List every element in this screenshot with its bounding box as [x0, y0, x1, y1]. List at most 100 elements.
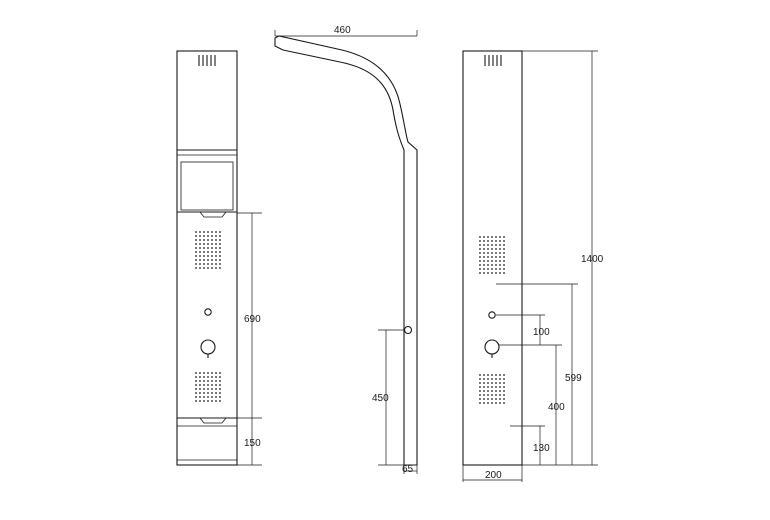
jet-hole: [487, 248, 489, 250]
front-top-vent: [198, 55, 216, 66]
jet-hole: [211, 239, 213, 241]
jet-hole: [479, 382, 481, 384]
jet-hole: [195, 239, 197, 241]
jet-hole: [483, 256, 485, 258]
jet-hole: [211, 380, 213, 382]
jet-hole: [199, 376, 201, 378]
jet-hole: [211, 396, 213, 398]
jet-hole: [499, 236, 501, 238]
jet-hole: [219, 388, 221, 390]
jet-hole: [203, 259, 205, 261]
jet-hole: [499, 394, 501, 396]
jet-hole: [203, 376, 205, 378]
jet-hole: [495, 272, 497, 274]
jet-hole: [199, 243, 201, 245]
jet-hole: [195, 231, 197, 233]
jet-hole: [211, 372, 213, 374]
jet-hole: [219, 239, 221, 241]
jet-hole: [211, 235, 213, 237]
jet-hole: [199, 259, 201, 261]
jet-hole: [499, 378, 501, 380]
jet-hole: [199, 263, 201, 265]
jet-hole: [219, 380, 221, 382]
jet-hole: [491, 248, 493, 250]
jet-hole: [215, 255, 217, 257]
jet-hole: [195, 243, 197, 245]
jet-hole: [479, 236, 481, 238]
front-shelf-niche: [180, 161, 234, 211]
jet-hole: [215, 239, 217, 241]
jet-hole: [195, 372, 197, 374]
jet-hole: [479, 378, 481, 380]
jet-hole: [495, 390, 497, 392]
jet-hole: [203, 396, 205, 398]
jet-hole: [215, 372, 217, 374]
jet-hole: [199, 251, 201, 253]
jet-hole: [215, 247, 217, 249]
side-dimension-lines: [274, 30, 418, 474]
jet-hole: [195, 259, 197, 261]
jet-hole: [479, 394, 481, 396]
jet-hole: [215, 267, 217, 269]
jet-hole: [487, 394, 489, 396]
jet-hole: [483, 386, 485, 388]
jet-hole: [203, 235, 205, 237]
jet-hole: [487, 244, 489, 246]
jet-hole: [495, 374, 497, 376]
jet-hole: [199, 235, 201, 237]
jet-hole: [495, 402, 497, 404]
jet-hole: [499, 382, 501, 384]
jet-hole: [215, 259, 217, 261]
jet-hole: [487, 256, 489, 258]
jet-hole: [487, 398, 489, 400]
jet-hole: [207, 239, 209, 241]
jet-hole: [207, 251, 209, 253]
front-diverter-knob: [204, 308, 212, 316]
front-lower-shelf-lip: [199, 417, 227, 424]
jet-hole: [491, 256, 493, 258]
jet-hole: [203, 267, 205, 269]
jet-hole: [491, 244, 493, 246]
jet-hole: [479, 244, 481, 246]
jet-hole: [483, 272, 485, 274]
jet-hole: [495, 244, 497, 246]
jet-hole: [211, 263, 213, 265]
jet-hole: [199, 400, 201, 402]
jet-hole: [219, 247, 221, 249]
jet-hole: [211, 376, 213, 378]
jet-hole: [491, 240, 493, 242]
jet-hole: [195, 263, 197, 265]
jet-hole: [219, 376, 221, 378]
jet-hole: [491, 374, 493, 376]
jet-hole: [495, 398, 497, 400]
jet-hole: [499, 264, 501, 266]
jet-hole: [487, 402, 489, 404]
jet-hole: [491, 398, 493, 400]
dim-bottom-section-label: 150: [244, 438, 261, 449]
jet-hole: [199, 372, 201, 374]
jet-hole: [215, 384, 217, 386]
dim-width-label: 200: [485, 470, 502, 481]
front-view: 690 150: [176, 50, 262, 466]
jet-hole: [499, 272, 501, 274]
jet-hole: [199, 247, 201, 249]
jet-hole: [219, 251, 221, 253]
jet-hole: [503, 252, 505, 254]
jet-hole: [495, 252, 497, 254]
dim-outlet-height-label: 450: [372, 393, 389, 404]
jet-hole: [211, 255, 213, 257]
jet-hole: [207, 263, 209, 265]
jet-hole: [219, 372, 221, 374]
dim-spray-zone-label: 690: [244, 314, 261, 325]
jet-hole: [207, 388, 209, 390]
jet-hole: [503, 264, 505, 266]
jet-hole: [215, 263, 217, 265]
jet-hole: [495, 256, 497, 258]
jet-hole: [483, 398, 485, 400]
jet-hole: [219, 384, 221, 386]
jet-hole: [207, 376, 209, 378]
jet-hole: [503, 260, 505, 262]
jet-hole: [207, 231, 209, 233]
dim-total-height-label: 1400: [581, 254, 604, 265]
jet-hole: [503, 390, 505, 392]
